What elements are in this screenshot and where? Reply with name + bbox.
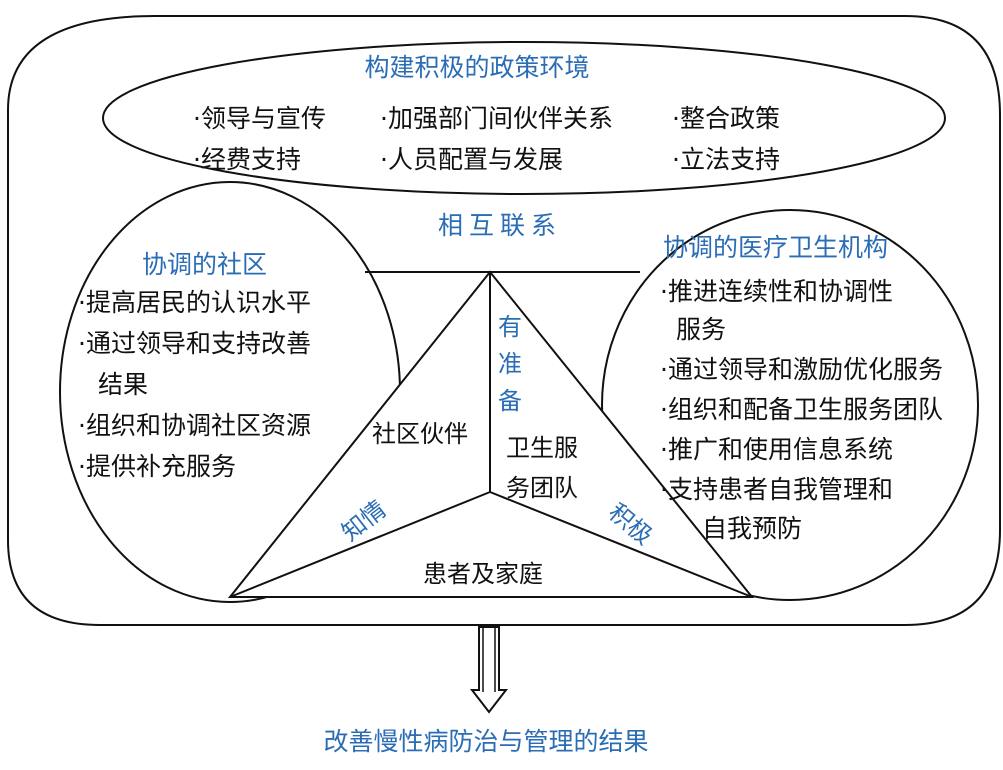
prepared-label: 准 [498,350,522,378]
triangle-divider-left [229,491,491,598]
community-item: ·组织和协调社区资源 [78,411,311,440]
health-org-item: 自我预防 [702,514,802,543]
policy-title: 构建积极的政策环境 [364,53,589,82]
health-org-item: ·支持患者自我管理和 [660,475,893,504]
health-org-item: ·通过领导和激励优化服务 [660,355,943,384]
patient-family-label: 患者及家庭 [423,560,543,588]
health-org-item: ·推进连续性和协调性 [660,277,893,306]
outer-frame [7,15,1001,626]
health-org-item: ·组织和配备卫生服务团队 [660,395,943,424]
outcome-label: 改善慢性病防治与管理的结果 [323,727,648,756]
health-team-label-line2: 务团队 [506,474,578,502]
policy-ellipse [102,41,946,195]
community-item: 结果 [98,370,148,399]
community-item: ·提高居民的认识水平 [78,288,311,317]
interconnect-label: 相互联系 [438,211,562,240]
outcome-arrow [469,626,509,714]
health-org-item: ·推广和使用信息系统 [660,435,893,464]
prepared-label: 备 [498,387,522,415]
community-title: 协调的社区 [142,250,267,279]
policy-item: ·加强部门间伙伴关系 [380,104,613,133]
policy-item: ·整合政策 [672,104,780,133]
community-item: ·通过领导和支持改善 [78,329,311,358]
policy-item: ·人员配置与发展 [380,145,563,174]
prepared-label: 有 [498,313,522,341]
policy-item: ·领导与宣传 [193,104,326,133]
health-org-title: 协调的医疗卫生机构 [663,233,888,262]
policy-item: ·经费支持 [193,145,301,174]
policy-item: ·立法支持 [672,145,780,174]
community-partner-label: 社区伙伴 [372,420,468,448]
health-org-item: 服务 [676,315,726,344]
community-item: ·提供补充服务 [78,452,236,481]
triangle-divider-right [489,491,753,598]
health-org-ellipse [601,209,979,601]
health-team-label-line1: 卫生服 [506,434,578,462]
